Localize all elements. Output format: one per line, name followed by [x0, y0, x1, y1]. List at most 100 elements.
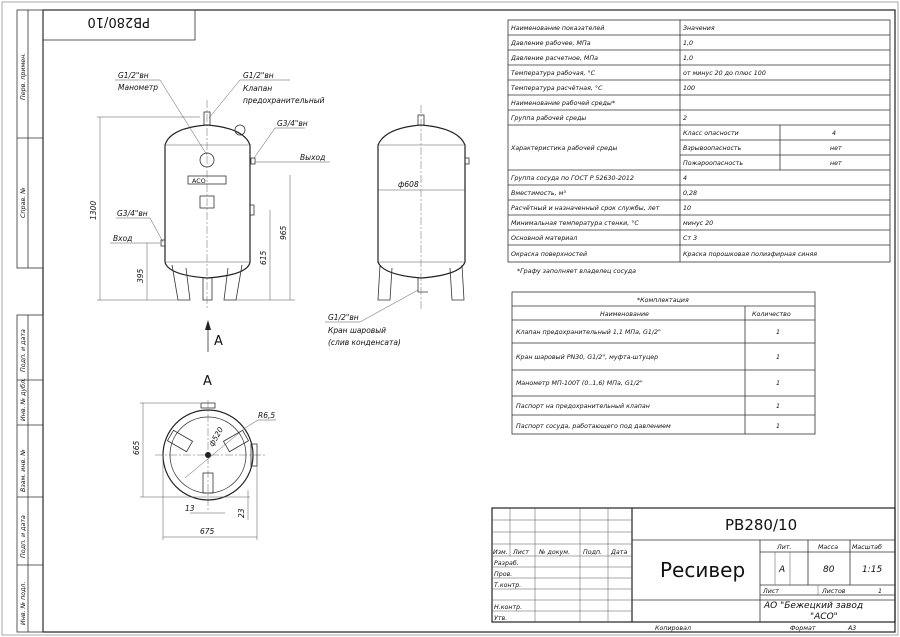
strip-label: Инв. № подл. — [20, 582, 27, 625]
dim-965: 965 — [279, 225, 288, 240]
dim-395: 395 — [136, 268, 145, 283]
manometer-thread-label: G1/2"вн — [118, 71, 149, 80]
svg-text:1: 1 — [776, 403, 780, 410]
kit-header: Количество — [752, 311, 791, 318]
view-arrow-label: А — [214, 334, 223, 349]
view-a: R6,5 ф520 665 23 13 675 — [132, 400, 276, 540]
spec-header: Наименование показателей — [511, 25, 604, 32]
svg-text:Манометр МП-100Т (0..1,6) МПа,: Манометр МП-100Т (0..1,6) МПа, G1/2" — [516, 380, 643, 387]
svg-text:2: 2 — [683, 115, 687, 122]
brand-logo: АСО — [192, 178, 206, 185]
strip-label: Подп. и дата — [20, 329, 27, 372]
svg-text:Паспорт сосуда, работающего по: Паспорт сосуда, работающего под давление… — [516, 422, 671, 430]
sheets-value: 1 — [878, 588, 882, 595]
drain-thread-label: G1/2"вн — [328, 313, 359, 322]
dim-r65: R6,5 — [258, 411, 275, 420]
title-block: Изм. Лист № докум. Подп. Дата Разраб. Пр… — [491, 507, 896, 632]
svg-text:нет: нет — [830, 145, 842, 152]
svg-text:100: 100 — [683, 85, 695, 92]
svg-text:Расчётный и назначенный срок с: Расчётный и назначенный срок службы, лет — [511, 204, 660, 212]
svg-text:1,0: 1,0 — [683, 55, 693, 62]
svg-text:1: 1 — [776, 423, 780, 430]
svg-text:Класс опасности: Класс опасности — [683, 130, 739, 137]
dim-665: 665 — [132, 440, 141, 455]
company-name: "АСО" — [810, 612, 838, 622]
role-label: Н.контр. — [494, 604, 522, 611]
svg-text:Наименование рабочей среды*: Наименование рабочей среды* — [511, 99, 615, 107]
sheet-label: Лист — [762, 588, 779, 595]
spec-table: Наименование показателей Значения Давлен… — [507, 19, 891, 275]
col-label: Лист — [512, 549, 529, 556]
outlet-label: Выход — [300, 153, 325, 162]
drawing-frame — [42, 9, 896, 633]
sheets-label: Листов — [821, 588, 846, 595]
drain-label: Кран шаровый — [328, 326, 386, 335]
dim-23: 23 — [237, 508, 246, 518]
svg-text:нет: нет — [830, 160, 842, 167]
svg-text:Температура расчётная, °С: Температура расчётная, °С — [511, 84, 603, 92]
copied-label: Копировал — [655, 625, 691, 632]
svg-text:минус 20: минус 20 — [683, 220, 713, 227]
side-view: ф608 G1/2"вн Кран шаровый (слив конденса… — [325, 105, 470, 347]
svg-text:Основной материал: Основной материал — [511, 235, 577, 242]
svg-text:1: 1 — [776, 329, 780, 336]
front-view: АСО G1/2"вн Манометр G1/2"вн Клапан пред… — [89, 71, 330, 310]
scale-value: 1:15 — [862, 565, 882, 575]
strip-label: Подп. и дата — [20, 515, 27, 558]
dim-13: 13 — [185, 504, 195, 513]
svg-text:Ст 3: Ст 3 — [683, 235, 697, 242]
manometer-label: Манометр — [118, 83, 158, 92]
company-name: АО "Бежецкий завод — [763, 601, 863, 611]
kit-header: Наименование — [600, 311, 649, 318]
kit-table: *Комплектация Наименование Количество Кл… — [511, 291, 816, 435]
strip-label: Перв. примен. — [20, 53, 27, 100]
svg-text:4: 4 — [832, 130, 836, 137]
role-label: Пров. — [494, 571, 512, 578]
col-label: № докум. — [538, 549, 570, 556]
rotated-designation: РВ280/10 — [88, 14, 151, 29]
strip-label: Инв. № дубл. — [19, 378, 27, 421]
strip-label: Справ. № — [20, 187, 27, 218]
mass-label: Масса — [818, 544, 838, 551]
svg-text:1: 1 — [776, 354, 780, 361]
dim-615: 615 — [259, 250, 268, 265]
format-value: А3 — [847, 625, 856, 632]
inlet-label: Вход — [113, 234, 132, 243]
svg-text:Группа сосуда по ГОСТ Р 52630-: Группа сосуда по ГОСТ Р 52630-2012 — [511, 175, 634, 182]
svg-text:0,28: 0,28 — [683, 190, 697, 197]
dim-675: 675 — [200, 527, 215, 536]
product-name: Ресивер — [660, 558, 745, 582]
svg-text:Группа рабочей среды: Группа рабочей среды — [511, 114, 586, 122]
svg-text:Вместимость, м³: Вместимость, м³ — [511, 190, 566, 197]
kit-title: *Комплектация — [637, 297, 689, 304]
rotated-stamp — [42, 9, 196, 41]
svg-text:Паспорт на предохранительный к: Паспорт на предохранительный клапан — [516, 403, 650, 410]
strip-label: Взам. инв. № — [20, 449, 27, 492]
svg-text:от минус 20 до плюс 100: от минус 20 до плюс 100 — [683, 70, 766, 77]
col-label: Подп. — [583, 549, 602, 556]
role-label: Разраб. — [494, 559, 519, 567]
lit-value: А — [778, 565, 785, 575]
svg-text:Характеристика рабочей среды: Характеристика рабочей среды — [510, 144, 617, 152]
col-label: Дата — [610, 549, 627, 556]
dim-520: ф520 — [207, 425, 225, 448]
svg-text:Минимальная температура стенки: Минимальная температура стенки, °С — [511, 219, 639, 227]
svg-text:Кран шаровый PN30, G1/2", муфт: Кран шаровый PN30, G1/2", муфта-штуцер — [516, 354, 658, 361]
drain-label: (слив конденсата) — [328, 338, 401, 347]
view-arrow-a: А А — [203, 320, 223, 389]
dim-1300: 1300 — [89, 201, 98, 220]
outlet-thread-label: G3/4"вн — [277, 119, 308, 128]
inlet-thread-label: G3/4"вн — [117, 209, 148, 218]
svg-text:Давление рабочее, МПа: Давление рабочее, МПа — [510, 39, 591, 47]
scale-label: Масштаб — [852, 543, 882, 551]
svg-text:Краска порошковая полиэфирная: Краска порошковая полиэфирная синяя — [683, 251, 817, 258]
svg-text:Взрывоопасность: Взрывоопасность — [683, 145, 742, 152]
svg-text:Давление расчетное, МПа: Давление расчетное, МПа — [510, 55, 598, 62]
spec-header: Значения — [683, 25, 715, 32]
lit-label: Лит. — [776, 544, 792, 551]
svg-text:Пожароопасность: Пожароопасность — [683, 160, 743, 167]
spec-row: Давление рабочее, МПа 1,0 Давление расчет… — [510, 39, 842, 258]
side-strip: Перв. примен. Справ. № Подп. и дата Инв.… — [16, 9, 44, 633]
valve-thread-label: G1/2"вн — [243, 71, 274, 80]
